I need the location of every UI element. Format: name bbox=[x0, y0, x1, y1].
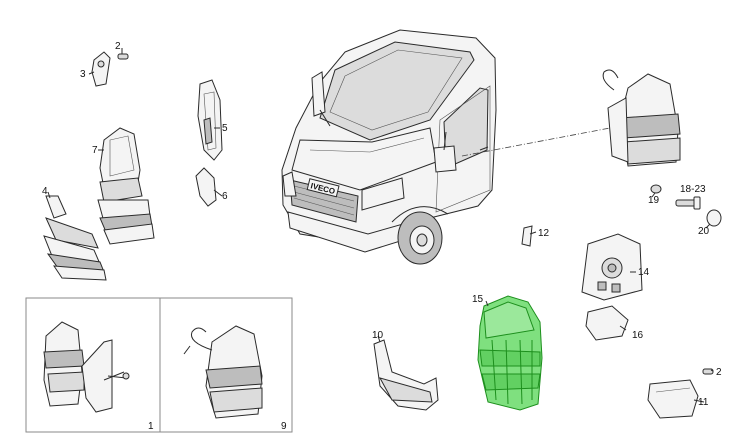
frame-part-9 bbox=[159, 297, 293, 433]
part-3-bracket bbox=[91, 51, 111, 87]
part-14-mirror-glass bbox=[581, 233, 643, 301]
callout-16: 16 bbox=[632, 330, 644, 341]
part-7-mirror-shell bbox=[97, 127, 155, 245]
callout-2-bottom: 2 bbox=[716, 367, 722, 378]
callout-9: 9 bbox=[281, 421, 287, 432]
part-6-bracket bbox=[195, 167, 217, 207]
callout-19: 19 bbox=[648, 195, 660, 206]
part-19-washer bbox=[650, 184, 662, 194]
callout-14: 14 bbox=[638, 267, 650, 278]
callout-15: 15 bbox=[472, 294, 484, 305]
callout-1: 1 bbox=[148, 421, 154, 432]
part-2-screw-bottom bbox=[702, 368, 714, 375]
part-5-cover bbox=[197, 79, 223, 161]
callout-7: 7 bbox=[92, 145, 98, 156]
top-right-mirror-assembly bbox=[602, 69, 681, 167]
part-9-mirror-assembly bbox=[183, 325, 263, 419]
part-11-lamp-cover bbox=[647, 379, 699, 419]
callout-2-top: 2 bbox=[115, 41, 121, 52]
part-15-mirror-housing-highlighted bbox=[477, 295, 543, 411]
leader-lines bbox=[47, 48, 714, 403]
part-12-clip bbox=[521, 225, 533, 247]
part-20-cap bbox=[706, 209, 722, 227]
callout-5: 5 bbox=[222, 123, 228, 134]
callout-11: 11 bbox=[698, 397, 709, 408]
callout-18-23: 18-23 bbox=[680, 184, 706, 195]
part-18-23-bolt bbox=[675, 196, 701, 210]
part-16-cover bbox=[585, 305, 629, 341]
callout-20: 20 bbox=[698, 226, 710, 237]
callout-3: 3 bbox=[80, 69, 86, 80]
part-10-lower-shell bbox=[373, 339, 439, 411]
callout-6: 6 bbox=[222, 191, 228, 202]
part-2-screw-top bbox=[117, 53, 129, 60]
truck-cab: IVECO bbox=[281, 29, 497, 265]
part-4-mirror-glass bbox=[43, 195, 107, 281]
part-1-mirror-assembly bbox=[43, 321, 130, 413]
callout-12: 12 bbox=[538, 228, 550, 239]
callout-4: 4 bbox=[42, 186, 48, 197]
callout-10: 10 bbox=[372, 330, 384, 341]
